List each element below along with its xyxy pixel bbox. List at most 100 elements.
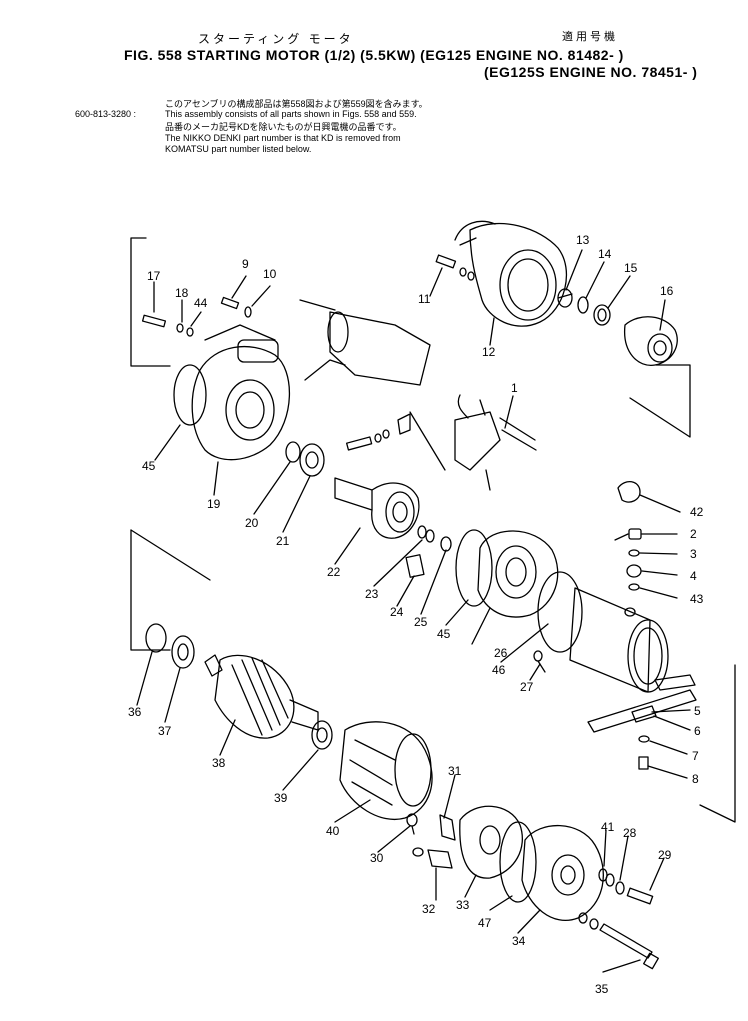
callout-45-lower: 45 (437, 627, 451, 641)
callout-32: 32 (422, 902, 436, 916)
callout-1: 1 (511, 381, 518, 395)
callout-37: 37 (158, 724, 172, 738)
bolt-part-9 (220, 296, 240, 310)
group-frame-lower-right (699, 664, 736, 823)
callout-15: 15 (624, 261, 638, 275)
callout-31: 31 (448, 764, 462, 778)
o-ring-part-45-upper (173, 364, 207, 426)
callout-6: 6 (694, 724, 701, 738)
group-frame-upper-left (130, 237, 171, 367)
plate-part-6 (631, 705, 657, 723)
field-coil-part-40 (339, 721, 433, 820)
figure-title: FIG. 558 STARTING MOTOR (1/2) (5.5KW) (E… (124, 47, 624, 63)
note-en-2: The NIKKO DENKI part number is that KD i… (165, 133, 401, 143)
o-ring-part-46 (537, 571, 583, 653)
ring-part-41 (598, 868, 615, 887)
callout-42: 42 (690, 505, 704, 519)
ring-part-15 (593, 304, 611, 326)
o-ring-part-47 (499, 821, 537, 903)
armature-part-38 (204, 654, 319, 739)
magnetic-switch-part-1 (454, 394, 537, 491)
callout-14: 14 (598, 247, 612, 261)
callout-40: 40 (326, 824, 340, 838)
callout-11: 11 (418, 292, 431, 306)
screw-part-29 (626, 887, 654, 905)
note-en-1: This assembly consists of all parts show… (165, 109, 417, 119)
callout-24: 24 (390, 605, 404, 619)
callout-28: 28 (623, 826, 637, 840)
callout-13: 13 (576, 233, 590, 247)
group-frame-right-upper (629, 364, 691, 438)
callout-26: 26 (494, 646, 508, 660)
callout-27: 27 (520, 680, 534, 694)
bolt-part-11 (435, 254, 475, 281)
switch-motor-assembly (299, 299, 431, 386)
ring-part-23 (417, 525, 435, 543)
callout-10: 10 (263, 267, 277, 281)
washer-part-43 (628, 583, 640, 591)
callout-35: 35 (595, 982, 609, 996)
brush-holder-part-31 (439, 814, 456, 841)
pinion-part-16 (624, 316, 678, 366)
washer-part-18 (176, 323, 184, 333)
callout-20: 20 (245, 516, 259, 530)
terminal-part-2 (614, 528, 642, 541)
cap-part-42 (617, 481, 641, 503)
assembly-part-number: 600-813-3280 : (75, 109, 137, 119)
callout-33: 33 (456, 898, 470, 912)
screw-part-30 (406, 813, 418, 835)
bearing-part-21 (299, 443, 325, 477)
callout-16: 16 (660, 284, 674, 298)
through-bolt-part-35 (578, 912, 659, 970)
bearing-part-37 (171, 635, 195, 669)
note-jp-2: 品番のメーカ記号KDを除いたものが日興電機の品番です。 (165, 122, 402, 132)
o-ring-part-45-lower (455, 529, 493, 607)
callout-7: 7 (692, 749, 699, 763)
callout-39: 39 (274, 791, 288, 805)
japanese-title: スターティング モータ (198, 32, 354, 46)
callout-41: 41 (601, 820, 615, 834)
callout-23: 23 (365, 587, 379, 601)
callout-21: 21 (276, 534, 290, 548)
callout-18: 18 (175, 286, 189, 300)
yoke-assembly (569, 587, 669, 693)
plate-part-5 (587, 674, 697, 733)
group-frame-lower-left (130, 529, 171, 651)
brush-holder-part-32 (412, 847, 453, 869)
ring-part-25 (440, 536, 452, 552)
callout-8: 8 (692, 772, 699, 786)
drive-housing-part-12 (454, 220, 567, 327)
center-bracket-part-26 (477, 530, 559, 618)
japanese-applicable-label: 適用号機 (562, 31, 618, 43)
callout-5: 5 (694, 704, 701, 718)
callout-29: 29 (658, 848, 672, 862)
screw-part-27 (533, 650, 546, 673)
nut-part-4 (626, 564, 642, 578)
callout-44: 44 (194, 296, 208, 310)
callout-45-upper: 45 (142, 459, 156, 473)
figure-title-line2: (EG125S ENGINE NO. 78451- ) (484, 64, 698, 80)
bolt-part-17 (141, 314, 167, 328)
shim-part-24 (405, 554, 425, 578)
overrunning-clutch-part-22 (334, 477, 420, 539)
callout-47: 47 (478, 916, 492, 930)
callout-17: 17 (147, 269, 161, 283)
callout-36: 36 (128, 705, 142, 719)
callout-25: 25 (414, 615, 428, 629)
callout-12: 12 (482, 345, 496, 359)
rear-bracket-part-34 (521, 824, 604, 921)
callout-19: 19 (207, 497, 221, 511)
callout-43: 43 (690, 592, 704, 606)
washer-part-10 (244, 306, 252, 318)
callout-2: 2 (690, 527, 697, 541)
callout-4: 4 (690, 569, 697, 583)
callout-30: 30 (370, 851, 384, 865)
ring-part-20 (285, 441, 301, 463)
callout-labels: 1 2 3 4 5 6 7 8 9 10 11 12 13 14 15 16 1… (128, 233, 704, 996)
bushing-part-13 (557, 288, 573, 308)
callout-34: 34 (512, 934, 526, 948)
note-jp-1: このアセンブリの構成部品は第558図および第559図を含みます。 (165, 99, 428, 109)
callout-46: 46 (492, 663, 506, 677)
lever-housing-part-19 (191, 324, 291, 461)
washer-part-3 (628, 549, 640, 557)
